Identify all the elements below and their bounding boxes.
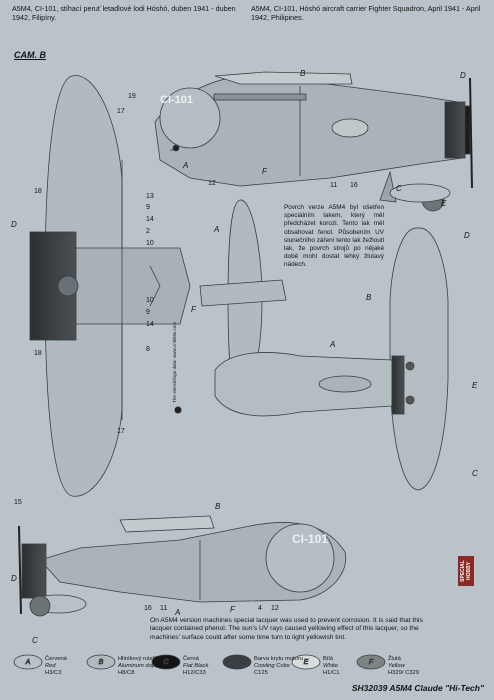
callout: 16 (144, 605, 152, 612)
note-czech: Povrch verze A5M4 byl ošetřen speciálním… (284, 204, 384, 269)
aircraft-code-top: CI-101 (160, 94, 193, 106)
callout: C (32, 636, 38, 645)
callout: 18 (34, 188, 42, 195)
color-swatch-a (13, 654, 43, 670)
callout: D (464, 231, 470, 240)
header-czech: A5M4, CI-101, stíhací peruť letadlové lo… (12, 4, 236, 22)
callout: E (441, 199, 447, 208)
note-english: On A5M4 version machines special lacquer… (150, 617, 423, 641)
callout: 9 (146, 309, 150, 316)
callout: 12 (208, 180, 216, 187)
callout: 10 (146, 297, 154, 304)
callout: 15 (14, 499, 22, 506)
callout: F (191, 305, 196, 314)
color-swatch-f (356, 654, 386, 670)
color-swatch-letter: C (163, 659, 169, 666)
callout: D (11, 220, 17, 229)
callout: A (183, 161, 189, 170)
callout: F (262, 167, 267, 176)
callout: 9 (146, 204, 150, 211)
callout: D (11, 574, 17, 583)
callout: E (472, 381, 478, 390)
footer-title: SH32039 A5M4 Claude "Hi-Tech" (351, 683, 484, 693)
header-english: A5M4, CI-101, Hóshó aircraft carrier Fig… (251, 4, 481, 22)
callout: 11 (330, 182, 338, 189)
color-swatch-d (222, 654, 252, 670)
color-swatch-letter: F (369, 659, 374, 666)
top-view-left (29, 75, 191, 497)
callout: B (215, 502, 221, 511)
callout: C (396, 184, 402, 193)
callout: 2 (146, 228, 150, 235)
callout: 4 (258, 605, 262, 612)
section-label: CAM. B (14, 50, 46, 60)
color-swatch-letter: E (304, 659, 309, 666)
color-swatch-c (151, 654, 181, 670)
callout: C (472, 469, 478, 478)
callout: 11 (160, 605, 168, 612)
callout: A (330, 340, 336, 349)
callout: 13 (146, 193, 154, 200)
callout: 19 (128, 93, 136, 100)
stencil-text: The stencil/logo data: www.cmkkits.com (172, 321, 177, 403)
under-view-right (214, 227, 449, 491)
brand-logo: SPECIAL HOBBY (458, 556, 474, 586)
tailplane-view (199, 199, 287, 401)
color-swatch-e (291, 654, 321, 670)
callout: 16 (350, 182, 358, 189)
color-swatch-letter: A (25, 659, 31, 666)
callout: 14 (146, 321, 154, 328)
callout: 12 (271, 605, 279, 612)
callout: 10 (146, 240, 154, 247)
color-swatch-letter: D (234, 659, 239, 666)
callout: 17 (117, 428, 125, 435)
color-swatch-letter: B (99, 659, 104, 666)
stencil-logo (174, 406, 182, 414)
callout: D (460, 71, 466, 80)
side-view-bottom (18, 515, 347, 617)
side-view-top (154, 71, 473, 212)
color-swatches: A B C D E F (13, 654, 386, 670)
callout: 14 (146, 216, 154, 223)
aircraft-code-bottom: CI-101 (292, 532, 328, 546)
callout: F (230, 605, 235, 614)
callout: A (214, 225, 220, 234)
callout: A (175, 608, 181, 617)
callout: B (300, 69, 306, 78)
callout: 17 (117, 108, 125, 115)
callout: B (366, 293, 372, 302)
callout: 8 (146, 346, 150, 353)
color-swatch-b (86, 654, 116, 670)
callout: 18 (34, 350, 42, 357)
